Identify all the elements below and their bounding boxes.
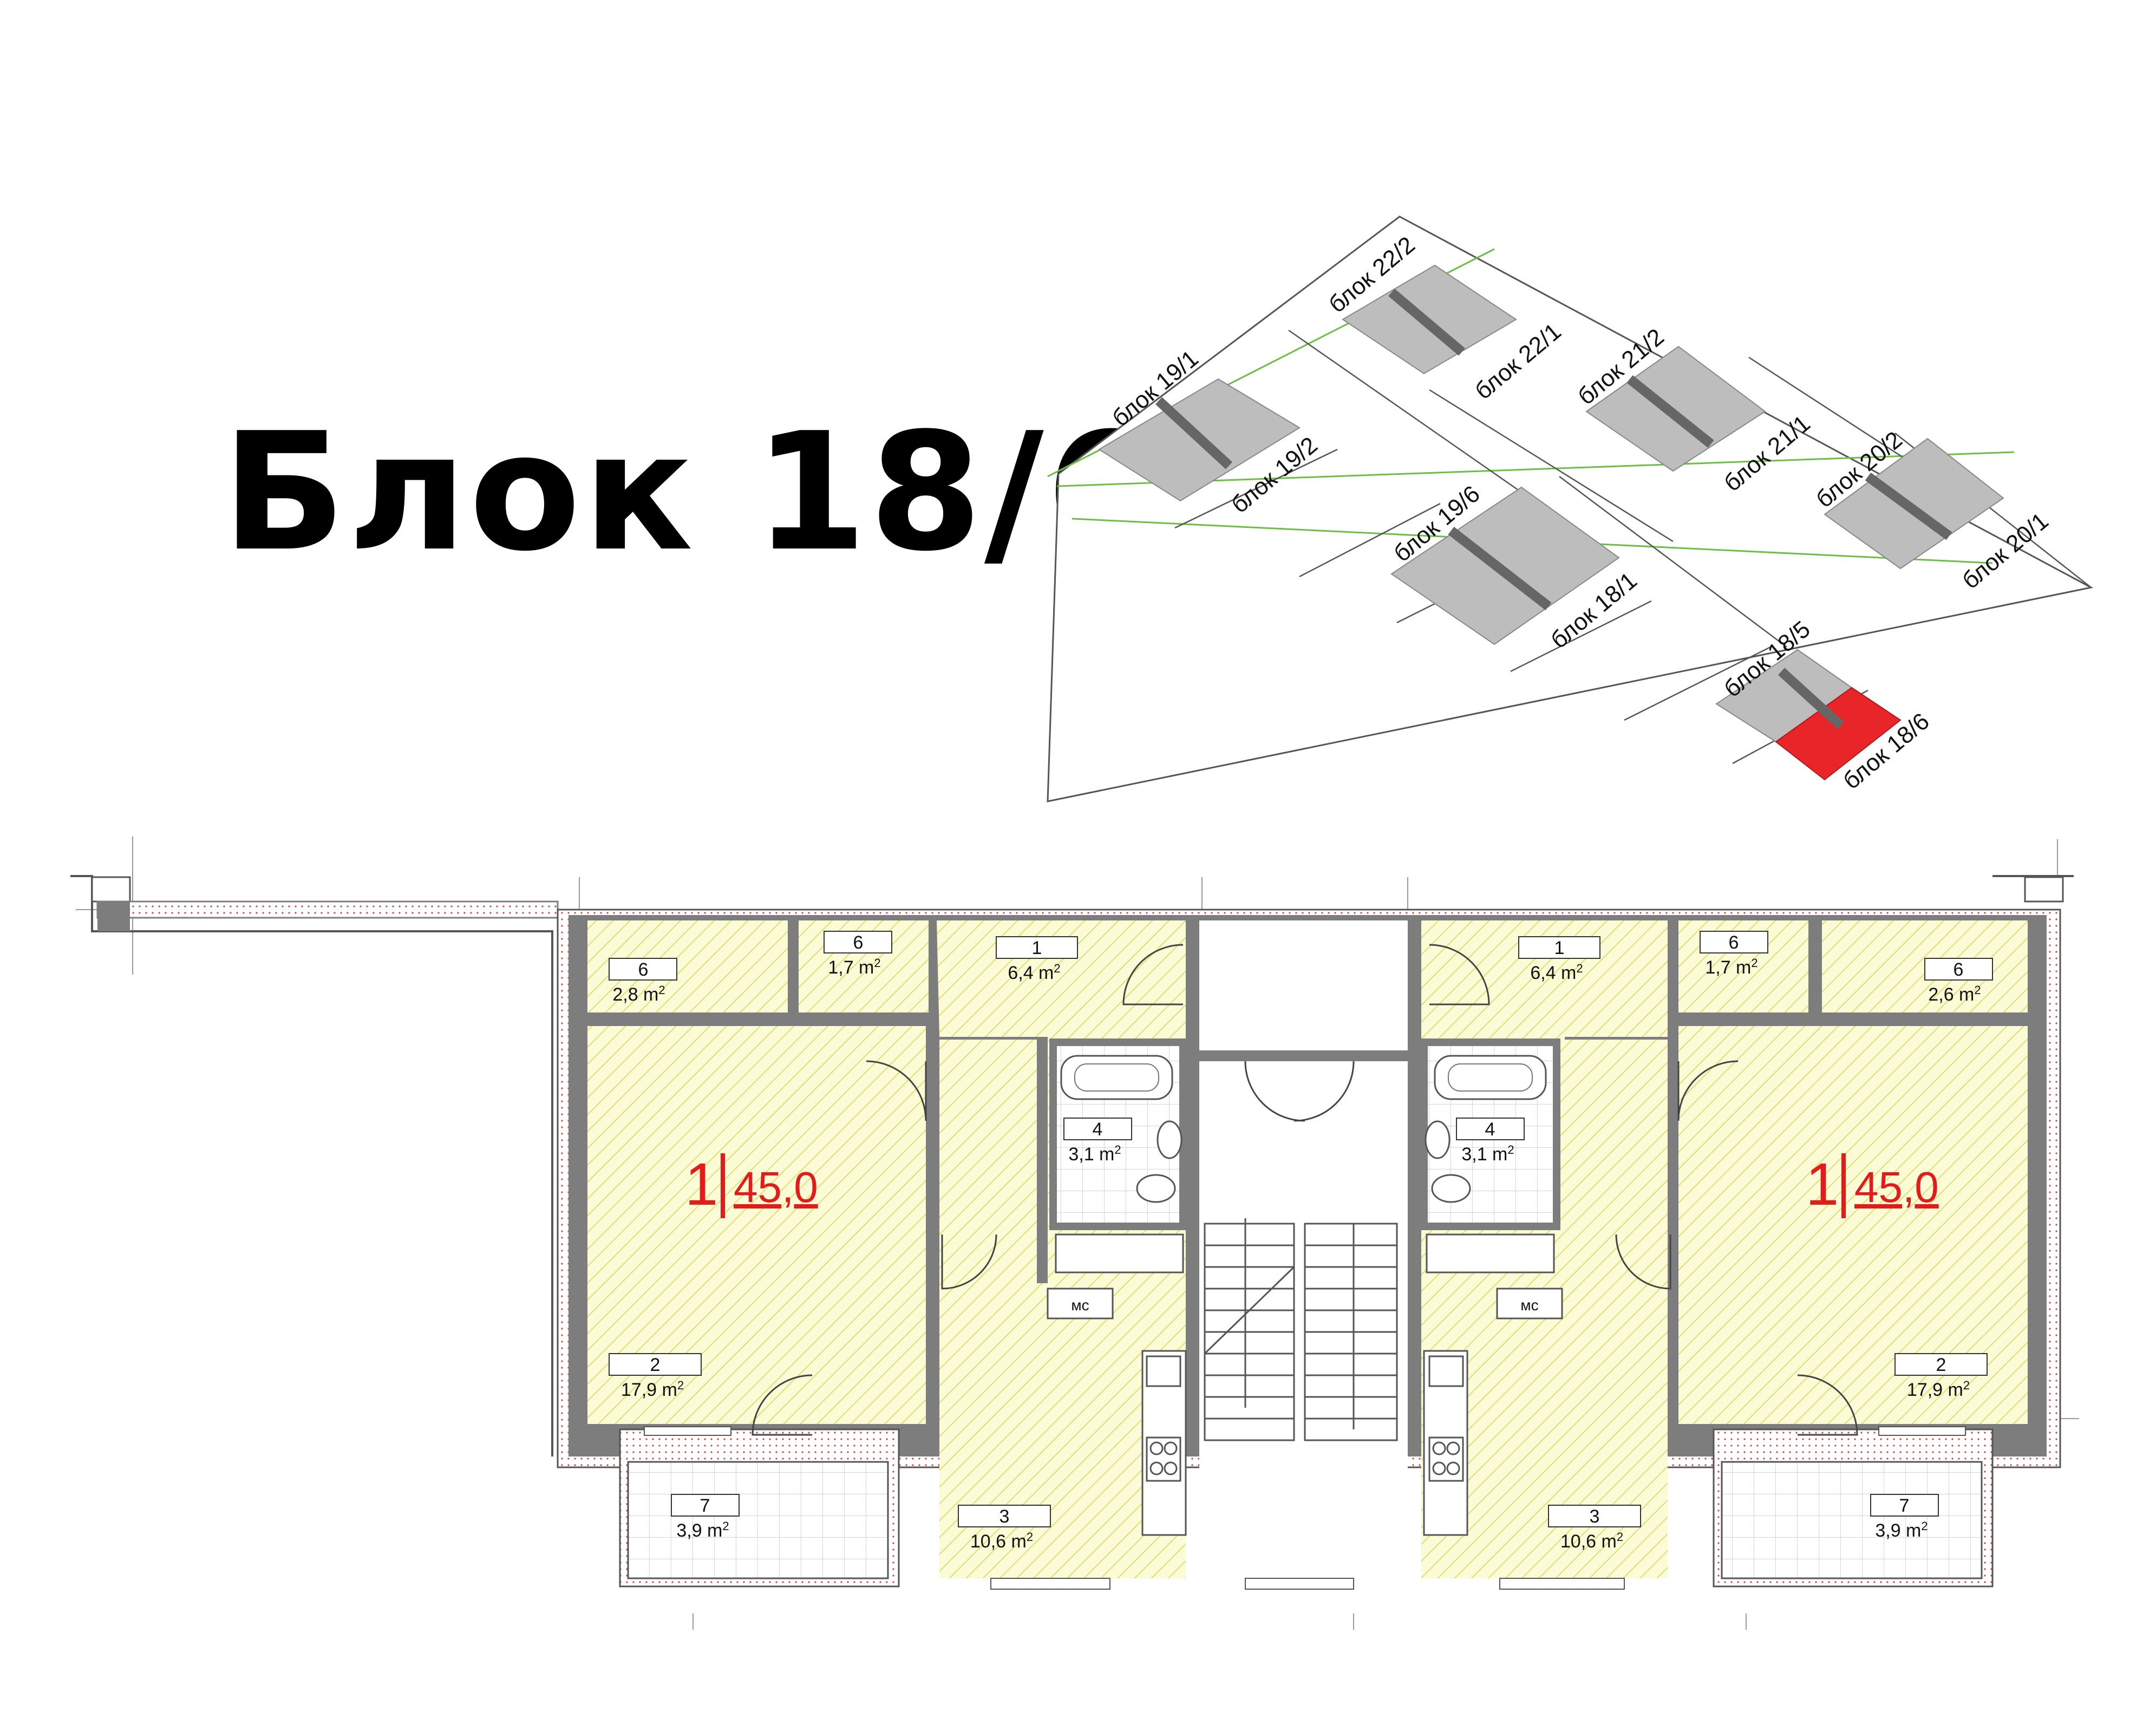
site-block-dividers — [1155, 289, 1952, 729]
site-block-18-6-highlight — [1775, 687, 1902, 781]
apt-right-rooms: 1 — [1806, 1151, 1839, 1218]
room-right-2-num: 2 — [1936, 1355, 1946, 1375]
meter-label-left: мс — [1071, 1297, 1089, 1314]
windows — [644, 1426, 1966, 1590]
kitchen-sink-left-icon — [1146, 1355, 1181, 1387]
meter-label-right: мс — [1520, 1297, 1538, 1314]
sink-left-icon — [1157, 1120, 1182, 1159]
room-left-2-num: 2 — [650, 1355, 661, 1375]
room-right-6b-num: 6 — [1954, 959, 1964, 980]
toilet-left-icon — [1136, 1174, 1176, 1203]
room-left-7-area: 3,9 m2 — [676, 1519, 729, 1541]
labels-left: 6 2,8 m2 6 1,7 m2 1 6,4 m2 4 3,1 m2 2 17… — [609, 931, 1132, 1552]
room-left-6a-area: 2,8 m2 — [612, 983, 665, 1005]
apt-left-area: 45,0 — [734, 1163, 818, 1211]
sink-right-icon — [1425, 1120, 1451, 1159]
room-left-3-num: 3 — [999, 1506, 1010, 1527]
wardrobe-right-icon — [1426, 1233, 1555, 1273]
toilet-right-icon — [1431, 1174, 1471, 1203]
kitchen-sink-right-icon — [1428, 1355, 1464, 1387]
site-block-19-6 — [1390, 486, 1620, 645]
door-arcs — [752, 944, 1858, 1436]
room-right-4-area: 3,1 m2 — [1461, 1143, 1514, 1165]
roof-parapet-left — [70, 875, 553, 1456]
meter-box-left — [1047, 1288, 1114, 1319]
room-right-6b-area: 2,6 m2 — [1928, 983, 1981, 1005]
room-right-6a-area: 1,7 m2 — [1705, 956, 1758, 978]
kitchen-right — [1423, 1350, 1468, 1536]
site-block-20 — [1824, 437, 2004, 570]
room-left-2-area: 17,9 m2 — [621, 1379, 684, 1401]
room-right-2-area: 17,9 m2 — [1907, 1379, 1970, 1401]
room-right-7-num: 7 — [1899, 1495, 1910, 1516]
wardrobe-left-icon — [1055, 1233, 1184, 1273]
page-title: Блок 18/6 — [222, 398, 1161, 587]
apt-right-area: 45,0 — [1854, 1163, 1939, 1211]
room-right-6a-num: 6 — [1729, 932, 1739, 953]
room-left-4-num: 4 — [1093, 1119, 1103, 1140]
site-outline — [1047, 215, 2094, 802]
room-left-7-num: 7 — [700, 1495, 710, 1516]
apartment-summary: 1 45,0 1 45,0 — [685, 1151, 1939, 1218]
apt-left-rooms: 1 — [685, 1151, 718, 1218]
meter-box-right — [1496, 1288, 1563, 1319]
labels-right: 1 6,4 m2 6 1,7 m2 6 2,6 m2 4 3,1 m2 2 17… — [1456, 931, 1993, 1552]
floor-plan: мс мс 6 2,8 m2 6 1,7 m2 1 6,4 m2 4 3,1 — [70, 837, 2079, 1630]
room-right-4-num: 4 — [1485, 1119, 1495, 1140]
room-right-1-num: 1 — [1554, 938, 1565, 958]
room-left-6a-num: 6 — [638, 959, 649, 980]
room-left-6b-area: 1,7 m2 — [828, 956, 880, 978]
balcony-right — [1721, 1461, 1983, 1579]
site-plan: блок 19/1 блок 19/2 блок 22/2 блок 22/1 … — [1047, 215, 2094, 802]
stair-treads — [1204, 1218, 1397, 1429]
balcony-left — [627, 1461, 889, 1579]
site-block-21 — [1585, 345, 1766, 472]
room-right-3-area: 10,6 m2 — [1560, 1530, 1623, 1552]
room-right-7-area: 3,9 m2 — [1875, 1519, 1928, 1541]
room-left-3-area: 10,6 m2 — [970, 1530, 1033, 1552]
room-left-1-area: 6,4 m2 — [1008, 962, 1060, 984]
room-left-6b-num: 6 — [853, 932, 864, 953]
room-right-3-num: 3 — [1590, 1506, 1600, 1527]
room-left-1-num: 1 — [1032, 938, 1042, 958]
room-left-4-area: 3,1 m2 — [1068, 1143, 1121, 1165]
room-right-1-area: 6,4 m2 — [1530, 962, 1583, 984]
kitchen-left — [1141, 1350, 1187, 1536]
